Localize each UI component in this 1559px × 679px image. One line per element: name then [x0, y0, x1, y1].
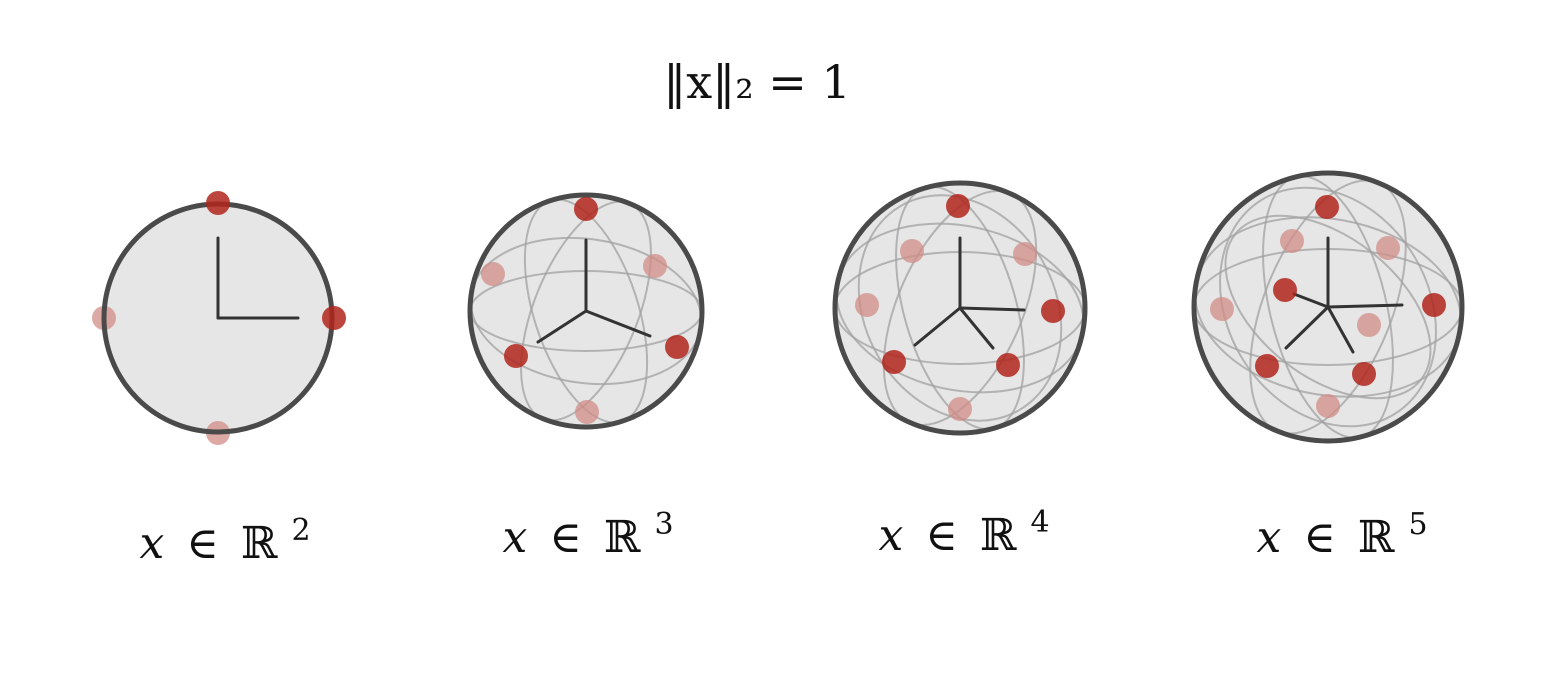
great-circle-5 — [1219, 186, 1437, 428]
point-back-3 — [575, 400, 599, 424]
point-back-1 — [900, 239, 924, 263]
point-front-2 — [322, 306, 346, 330]
label-r3: x ∈ ℝ 3 — [502, 507, 673, 563]
panels — [92, 170, 1465, 445]
label-r5: x ∈ ℝ 5 — [1256, 507, 1427, 563]
axis-4 — [1326, 305, 1355, 354]
title-norm-equation: ‖x‖₂ = 1 — [663, 55, 850, 109]
point-front-1 — [946, 194, 970, 218]
point-back-2 — [1013, 242, 1037, 266]
axis-2 — [958, 306, 1026, 312]
sphere-panel-r3 — [467, 192, 705, 430]
axis-5 — [1292, 292, 1330, 309]
sphere-panel-r4 — [832, 180, 1088, 436]
point-back-2 — [481, 262, 505, 286]
sphere-panel-r5 — [1191, 170, 1465, 444]
point-front-1 — [1315, 195, 1339, 219]
label-r2: x ∈ ℝ 2 — [139, 513, 310, 569]
point-back-4 — [948, 397, 972, 421]
point-front-3 — [504, 344, 528, 368]
axis-4 — [958, 306, 995, 350]
point-front-1 — [206, 191, 230, 215]
point-back-2 — [1376, 236, 1400, 260]
great-circle-6 — [1224, 214, 1432, 400]
point-front-3 — [1255, 354, 1279, 378]
unit-sphere-outline — [467, 192, 705, 430]
axis-2 — [536, 309, 588, 344]
point-back-5 — [1316, 394, 1340, 418]
axis-3 — [1284, 305, 1330, 350]
point-front-2 — [665, 335, 689, 359]
point-front-5 — [1273, 278, 1297, 302]
point-back-4 — [1357, 313, 1381, 337]
axis-3 — [913, 306, 962, 347]
point-back-3 — [1210, 297, 1234, 321]
great-circle-5 — [857, 194, 1063, 422]
point-back-1 — [1280, 229, 1304, 253]
point-front-3 — [882, 350, 906, 374]
point-back-3 — [855, 293, 879, 317]
label-r4: x ∈ ℝ 4 — [878, 505, 1049, 561]
unit-sphere-outline — [832, 180, 1088, 436]
point-front-2 — [1422, 293, 1446, 317]
unit-sphere-outline — [1191, 170, 1465, 444]
axis-3 — [584, 309, 652, 338]
point-back-1 — [643, 254, 667, 278]
point-front-2 — [1041, 299, 1065, 323]
point-front-4 — [1352, 362, 1376, 386]
axis-2 — [1326, 303, 1404, 309]
point-front-1 — [574, 197, 598, 221]
point-front-4 — [996, 353, 1020, 377]
sphere-panel-r2 — [92, 191, 346, 445]
